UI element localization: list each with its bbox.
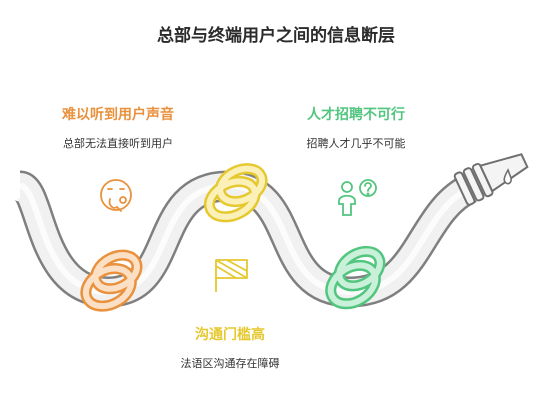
heading-recruitment: 人才招聘不可行	[307, 107, 405, 123]
orange-knot	[80, 249, 143, 312]
diagram-title: 总部与终端用户之间的信息断层	[157, 26, 395, 46]
listening-face-icon	[100, 179, 132, 212]
desc-recruitment: 招聘人才几乎不可能	[306, 137, 406, 150]
desc-communication: 法语区沟通存在障碍	[180, 357, 280, 370]
yellow-knot	[203, 163, 268, 223]
heading-communication: 沟通门槛高	[195, 327, 265, 343]
hose-nozzle	[453, 153, 529, 206]
water-drop-icon	[503, 168, 512, 185]
heading-listening: 难以听到用户声音	[62, 107, 174, 123]
desc-listening: 总部无法直接听到用户	[63, 137, 173, 150]
person-question-icon	[338, 179, 377, 216]
flag-icon	[215, 259, 248, 292]
